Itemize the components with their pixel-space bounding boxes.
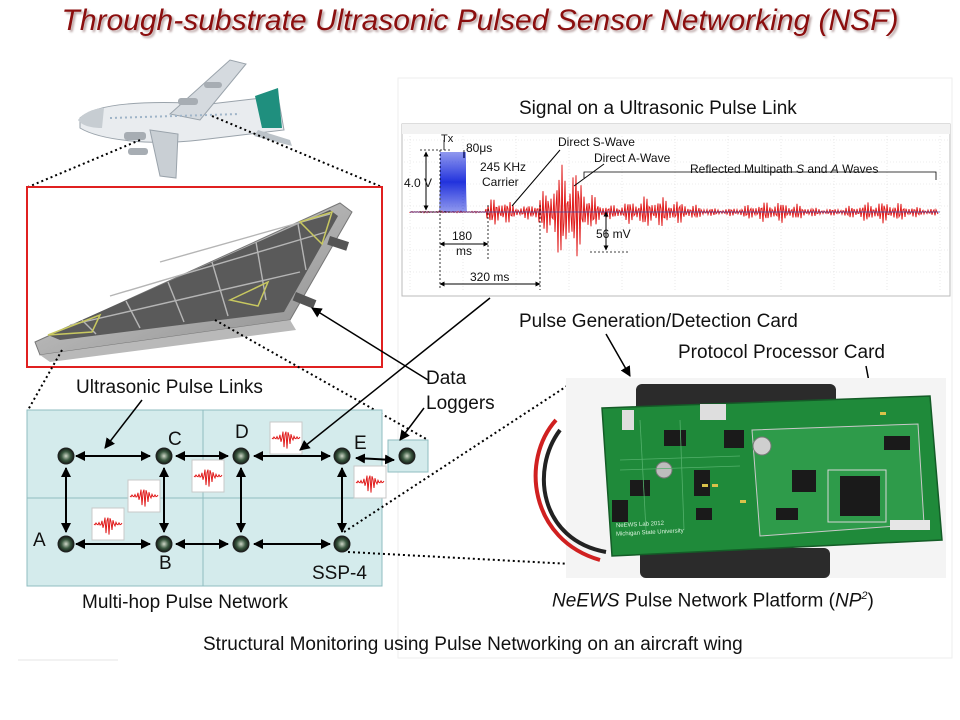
node-a-label: A [33, 530, 46, 551]
node-d-label: D [235, 422, 249, 443]
node-e-label: E [354, 433, 367, 454]
delay-1-value: 180 [452, 229, 473, 243]
pulse-links-label: Ultrasonic Pulse Links [76, 377, 263, 398]
direct-a-wave-label: Direct A-Wave [594, 151, 671, 165]
network-links [61, 451, 395, 549]
wing-icon [34, 202, 353, 362]
platform-caption: NeEWS Pulse Network Platform (NP2) [552, 590, 874, 612]
signal-heading: Signal on a Ultrasonic Pulse Link [519, 98, 797, 119]
pulse-width-label: 80μs [466, 141, 493, 155]
circuit-board-icon [533, 378, 946, 578]
direct-s-wave-label: Direct S-Wave [558, 135, 635, 149]
airplane-icon [78, 59, 292, 179]
protocol-card-label: Protocol Processor Card [678, 342, 885, 363]
tx-amplitude-label: 4.0 V [404, 176, 433, 190]
delay-2-label: 320 ms [470, 270, 510, 284]
signal-oscilloscope [401, 123, 951, 297]
network-grid [26, 409, 429, 587]
rx-amplitude-label: 56 mV [596, 227, 631, 241]
node-c-label: C [168, 429, 182, 450]
tx-label: Tx [441, 133, 454, 145]
node-b-label: B [159, 553, 172, 574]
reflected-waves-label: Reflected Multipath S and A Waves [690, 162, 879, 176]
carrier-label: Carrier [482, 175, 519, 189]
data-loggers-label-2: Loggers [426, 393, 495, 414]
pulse-card-label: Pulse Generation/Detection Card [519, 311, 798, 332]
sensor-node-icon [57, 447, 416, 553]
slide-title: Through-substrate Ultrasonic Pulsed Sens… [61, 4, 899, 37]
right-panel-frame [397, 77, 953, 659]
delay-1-unit: ms [456, 244, 472, 258]
footer-caption: Structural Monitoring using Pulse Networ… [203, 634, 743, 655]
waveform-icon [91, 421, 387, 541]
carrier-freq-label: 245 KHz [480, 160, 527, 174]
data-loggers-label-1: Data [426, 368, 467, 389]
node-ssp-label: SSP-4 [312, 563, 367, 584]
network-caption: Multi-hop Pulse Network [82, 592, 288, 613]
